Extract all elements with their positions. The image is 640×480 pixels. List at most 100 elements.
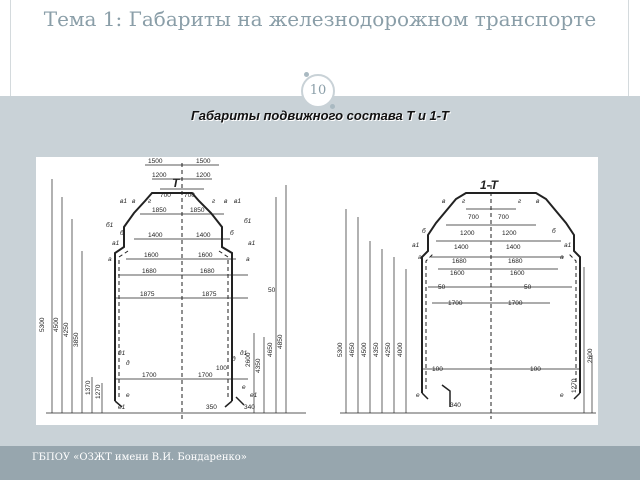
decor-dot-top <box>304 72 309 77</box>
dim-label: 1700 <box>198 372 213 379</box>
point-letter: в1 <box>234 198 241 205</box>
point-letter: в <box>132 198 136 205</box>
frame-left-line <box>10 0 11 96</box>
dim-label: 700 <box>468 214 479 221</box>
decor-dot-bottom <box>330 104 335 109</box>
dim-label: 2600 <box>245 352 252 367</box>
point-letter: а1 <box>248 240 256 247</box>
dim-label: 700 <box>498 214 509 221</box>
point-letter: г <box>212 198 216 205</box>
point-letter: д <box>126 359 130 367</box>
dim-label: 2600 <box>587 348 594 363</box>
dim-label: 1500 <box>148 158 163 165</box>
dim-label: 50 <box>524 284 532 291</box>
dim-label: 1680 <box>508 258 523 265</box>
point-letter: г <box>462 198 466 205</box>
gauge-diagrams-svg: Т 1500 1500 1200 1200 700 700 1850 1850 … <box>39 158 596 419</box>
gauge-1t-dashed <box>425 185 577 419</box>
point-letter: в <box>442 198 446 205</box>
dim-label: 1680 <box>142 268 157 275</box>
point-letter: б <box>552 227 556 235</box>
point-letter: д1 <box>240 349 248 357</box>
dim-label: 4250 <box>63 322 70 337</box>
point-letter: а1 <box>412 242 420 249</box>
gauge-t-title: Т <box>172 176 181 190</box>
dim-label: 1400 <box>196 232 211 239</box>
dim-label: 1680 <box>452 258 467 265</box>
point-letter: а <box>246 256 250 263</box>
dim-label: 4350 <box>255 358 262 373</box>
point-letter: е <box>560 392 564 399</box>
gauge-1t-lower <box>421 384 581 407</box>
dim-label: 700 <box>160 192 171 199</box>
dim-label: 1680 <box>200 268 215 275</box>
point-letter: е1 <box>118 404 126 411</box>
dim-label: 4250 <box>385 342 392 357</box>
dim-label: 1200 <box>196 172 211 179</box>
dim-label: 1600 <box>510 270 525 277</box>
gauge-t-lower <box>114 396 245 408</box>
point-letter: б <box>120 229 124 237</box>
gauge-1t-labels: 1-Т 700 700 1200 1200 1400 1400 1680 168… <box>337 178 594 409</box>
dim-label: 700 <box>184 192 195 199</box>
dim-label: 1400 <box>454 244 469 251</box>
point-letter: е1 <box>250 392 258 399</box>
dim-label: 1200 <box>502 230 517 237</box>
point-letter: е <box>416 392 420 399</box>
point-letter: б <box>422 227 426 235</box>
gauge-t-dashed <box>118 163 229 419</box>
gauge-1t-outline <box>421 192 581 393</box>
point-letter: д1 <box>118 349 126 357</box>
dim-label: 1270 <box>571 378 578 393</box>
point-letter: а <box>418 254 422 261</box>
dim-label: 100 <box>432 366 443 373</box>
footer-bar <box>0 446 640 480</box>
point-letter: а1 <box>112 240 120 247</box>
point-letter: д <box>232 355 236 363</box>
point-letter: г <box>518 198 522 205</box>
dim-label: 1270 <box>95 384 102 399</box>
dim-label: 4500 <box>361 342 368 357</box>
gauge-drawing: Т 1500 1500 1200 1200 700 700 1850 1850 … <box>36 157 598 425</box>
dim-label: 4850 <box>277 334 284 349</box>
point-letter: а <box>108 256 112 263</box>
gauge-1t-title: 1-Т <box>480 178 500 192</box>
dim-label: 4500 <box>53 317 60 332</box>
dim-label: 350 <box>206 404 217 411</box>
point-letter: а1 <box>564 242 572 249</box>
dim-label: 50 <box>438 284 446 291</box>
dim-label: 4350 <box>373 342 380 357</box>
dim-label: 3850 <box>73 332 80 347</box>
point-letter: в <box>224 198 228 205</box>
point-letter: е <box>242 384 246 391</box>
dim-label: 1200 <box>152 172 167 179</box>
dim-label: 5300 <box>39 317 46 332</box>
slide-number: 10 <box>301 74 335 108</box>
dim-label: 50 <box>268 287 276 294</box>
point-letter: а <box>560 254 564 261</box>
dim-label: 100 <box>530 366 541 373</box>
dim-label: 1850 <box>152 207 167 214</box>
dim-label: 1600 <box>450 270 465 277</box>
dim-label: 340 <box>244 404 255 411</box>
point-letter: б1 <box>244 217 252 225</box>
point-letter: е <box>126 392 130 399</box>
frame-right-line <box>628 0 629 96</box>
dim-label: 1700 <box>508 300 523 307</box>
gauge-t-dim-lines <box>46 164 306 414</box>
dim-label: 1700 <box>448 300 463 307</box>
slide-title: Тема 1: Габариты на железнодорожном тран… <box>43 7 597 31</box>
point-letter: б <box>230 229 234 237</box>
dim-label: 4650 <box>267 342 274 357</box>
dim-label: 1400 <box>506 244 521 251</box>
dim-label: 1600 <box>198 252 213 259</box>
dim-label: 4650 <box>349 342 356 357</box>
dim-label: 1875 <box>202 291 217 298</box>
point-letter: б1 <box>106 221 114 229</box>
footer-text: ГБПОУ «ОЗЖТ имени В.И. Бондаренко» <box>32 452 247 463</box>
dim-label: 1200 <box>460 230 475 237</box>
dim-label: 1600 <box>144 252 159 259</box>
point-letter: в1 <box>120 198 127 205</box>
gauge-1t-dim-lines <box>340 208 596 414</box>
slide-subtitle: Габариты подвижного состава Т и 1-Т <box>190 108 450 123</box>
